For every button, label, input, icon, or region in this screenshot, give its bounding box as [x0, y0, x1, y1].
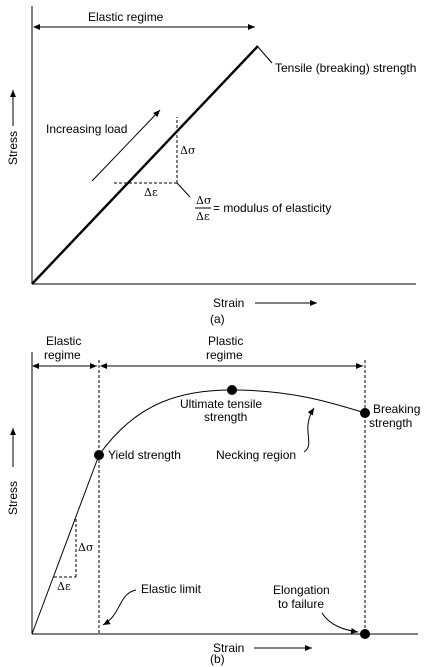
- figure-b-caption: (b): [210, 652, 225, 666]
- figure-b-yield-label: Yield strength: [108, 448, 181, 462]
- figure-a-y-axis-label: Stress: [6, 131, 20, 165]
- figure-a: Elastic regime Tensile (breaking) streng…: [6, 6, 416, 326]
- figure-b-plastic-label-2: regime: [206, 348, 243, 362]
- figure-b-x-axis-label: Strain: [213, 641, 244, 655]
- figure-b-plastic-label-1: Plastic: [208, 334, 243, 348]
- figure-b-elastic-limit-label: Elastic limit: [141, 582, 202, 596]
- figure-a-load-label: Increasing load: [46, 122, 127, 136]
- figure-b-delta-sigma: Δσ: [78, 541, 94, 554]
- figure-a-caption: (a): [210, 312, 225, 326]
- figure-b-breaking-label-1: Breaking: [373, 402, 420, 416]
- figure-b-elastic-limit-leader: [102, 589, 137, 626]
- figure-b-elongation-leader: [321, 612, 359, 634]
- figure-a-delta-epsilon: Δε: [144, 186, 158, 199]
- figure-a-load-arrow: [91, 109, 161, 182]
- figure-b-delta-epsilon: Δε: [57, 580, 71, 593]
- figure-a-endpoint-leader: [257, 46, 273, 64]
- figure-b: Elastic regime Plastic regime Δσ Δε Ulti…: [6, 334, 420, 666]
- figure-b-elongation-label-2: to failure: [278, 597, 324, 611]
- figure-b-uts-point: [227, 385, 237, 395]
- figure-b-uts-label-1: Ultimate tensile: [180, 397, 262, 411]
- figure-b-necking-leader: [303, 407, 315, 453]
- figure-b-yield-point: [94, 450, 104, 460]
- figure-a-formula-leader: [176, 182, 191, 198]
- figure-b-necking-label: Necking region: [216, 448, 296, 462]
- figure-b-elastic-line: [31, 454, 100, 635]
- figure-a-ratio-denominator: Δε: [196, 210, 210, 223]
- figure-a-ratio-numerator: Δσ: [196, 194, 212, 207]
- figure-b-breaking-label-2: strength: [369, 416, 412, 430]
- figure-a-x-axis-label: Strain: [213, 296, 244, 310]
- figure-b-uts-label-2: strength: [204, 410, 247, 424]
- figure-a-ratio-text: = modulus of elasticity: [213, 201, 331, 215]
- figure-a-endpoint-label: Tensile (breaking) strength: [275, 61, 416, 75]
- figure-a-stress-strain-line: [31, 45, 259, 285]
- figure-b-y-axis-label: Stress: [6, 481, 20, 515]
- figure-b-elastic-label-2: regime: [44, 348, 81, 362]
- figure-b-elastic-label-1: Elastic: [46, 334, 81, 348]
- figure-a-delta-sigma: Δσ: [180, 144, 196, 157]
- figure-b-elongation-label-1: Elongation: [273, 583, 330, 597]
- figure-a-region-label: Elastic regime: [88, 10, 164, 24]
- figure-b-elongation-point: [360, 629, 370, 639]
- figure-b-breaking-point: [360, 408, 370, 418]
